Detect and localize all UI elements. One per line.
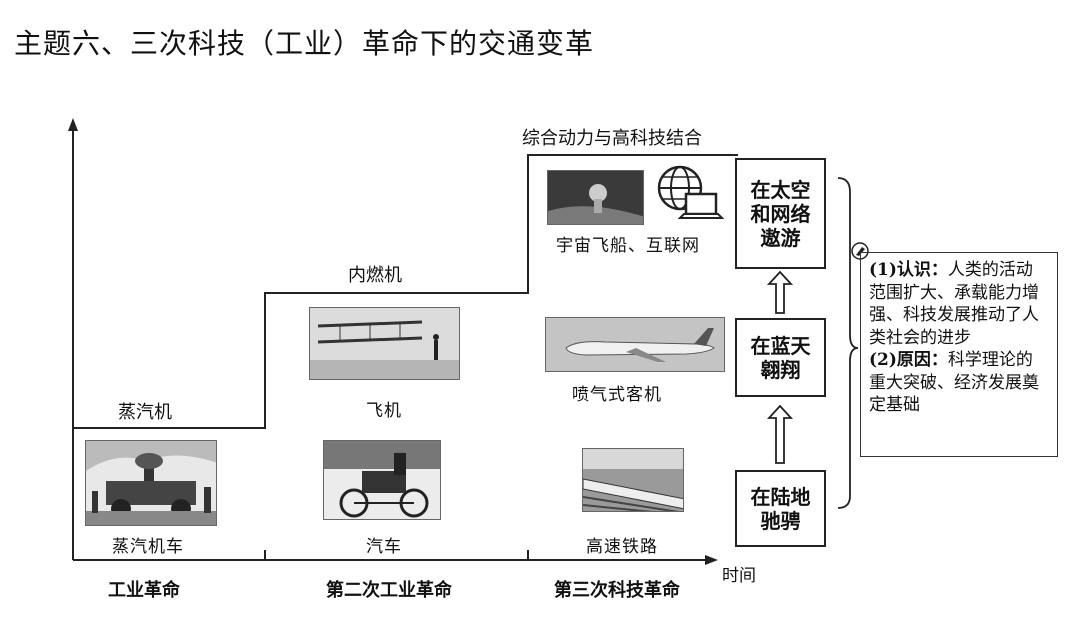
x-axis-label: 时间 <box>722 566 756 586</box>
stage-label-combustion: 内燃机 <box>348 265 402 286</box>
internet-icon <box>650 164 725 228</box>
era-label-first: 工业革命 <box>108 580 180 601</box>
box-land-text: 在陆地驰骋 <box>750 484 811 533</box>
steam-locomotive-image <box>85 440 217 526</box>
box-space-network-text: 在太空和网络遨游 <box>750 177 811 250</box>
caption-airplane: 飞机 <box>366 401 402 421</box>
y-axis-arrowhead <box>68 118 78 131</box>
up-arrow-lower <box>766 404 794 464</box>
note-label-reason: (2)原因： <box>869 350 948 370</box>
box-land: 在陆地驰骋 <box>735 470 826 547</box>
progress-step-line <box>73 154 738 429</box>
stage-label-steam: 蒸汽机 <box>118 402 172 423</box>
up-arrow-upper <box>766 270 794 314</box>
note-label-understanding: (1)认识： <box>869 260 948 280</box>
box-space-network: 在太空和网络遨游 <box>735 158 826 269</box>
caption-jet: 喷气式客机 <box>572 385 662 405</box>
page-title: 主题六、三次科技（工业）革命下的交通变革 <box>14 27 595 60</box>
note-text-reason: 科学理论的重大突破、经济发展奠定基础 <box>869 350 1039 415</box>
box-sky-text: 在蓝天翱翔 <box>750 333 811 382</box>
caption-railway: 高速铁路 <box>586 537 658 557</box>
stage-label-integrated: 综合动力与高科技结合 <box>522 128 702 149</box>
note-text-understanding: 人类的活动范围扩大、承载能力增强、科技发展推动了人类社会的进步 <box>869 260 1039 348</box>
summary-note: (1)认识：人类的活动范围扩大、承载能力增强、科技发展推动了人类社会的进步 (2… <box>860 252 1058 457</box>
high-speed-rail-image <box>582 448 684 512</box>
car-image <box>323 440 441 520</box>
caption-spacecraft-internet: 宇宙飞船、互联网 <box>556 236 700 256</box>
x-axis-arrowhead <box>705 555 718 565</box>
caption-locomotive: 蒸汽机车 <box>112 537 184 557</box>
right-brace <box>837 177 859 509</box>
era-label-second: 第二次工业革命 <box>326 580 452 601</box>
spacecraft-image <box>547 170 644 225</box>
airplane-image <box>309 307 460 380</box>
jet-image <box>545 317 725 372</box>
era-label-third: 第三次科技革命 <box>554 580 680 601</box>
caption-car: 汽车 <box>366 537 402 557</box>
box-sky: 在蓝天翱翔 <box>735 318 826 397</box>
pen-icon <box>851 242 869 260</box>
